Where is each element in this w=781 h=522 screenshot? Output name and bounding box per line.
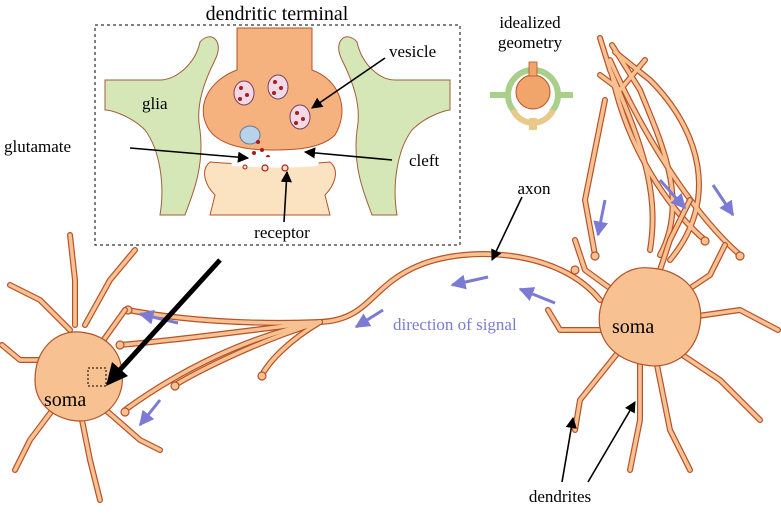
glia-left: [104, 36, 219, 216]
soma-right-label: soma: [612, 316, 654, 338]
right-soma-body: [598, 267, 702, 367]
zoom-arrow: [116, 258, 222, 374]
dendrites-label: dendrites: [529, 487, 591, 506]
zoom-region-marker: [87, 367, 107, 387]
idealized-geometry-icon: [490, 61, 573, 130]
receptor-label: receptor: [254, 223, 310, 242]
geometry-label-line1: idealized: [499, 13, 561, 32]
axon-label: axon: [517, 179, 551, 198]
glia-right: [338, 36, 451, 216]
dendritic-terminal-inset: [94, 24, 461, 246]
glutamate-label: glutamate: [4, 137, 71, 156]
cleft-label: cleft: [409, 151, 439, 170]
vesicle-label: vesicle: [389, 42, 436, 61]
vesicle-group: [233, 74, 311, 162]
receptor-dot: [261, 164, 269, 172]
inset-title: dendritic terminal: [206, 3, 349, 25]
geometry-label-line2: geometry: [498, 33, 563, 52]
right-neuron: [545, 35, 781, 473]
signal-arrows: [138, 179, 735, 427]
postsynaptic-terminal: [204, 161, 336, 216]
axon: [115, 251, 603, 417]
synaptic-cleft: [230, 155, 320, 168]
glia-label: glia: [142, 94, 168, 113]
soma-left-label: soma: [44, 389, 86, 411]
left-soma-body: [34, 331, 123, 422]
direction-of-signal-label: direction of signal: [393, 315, 517, 334]
leader-lines: [106, 57, 636, 483]
left-neuron: [0, 232, 163, 503]
